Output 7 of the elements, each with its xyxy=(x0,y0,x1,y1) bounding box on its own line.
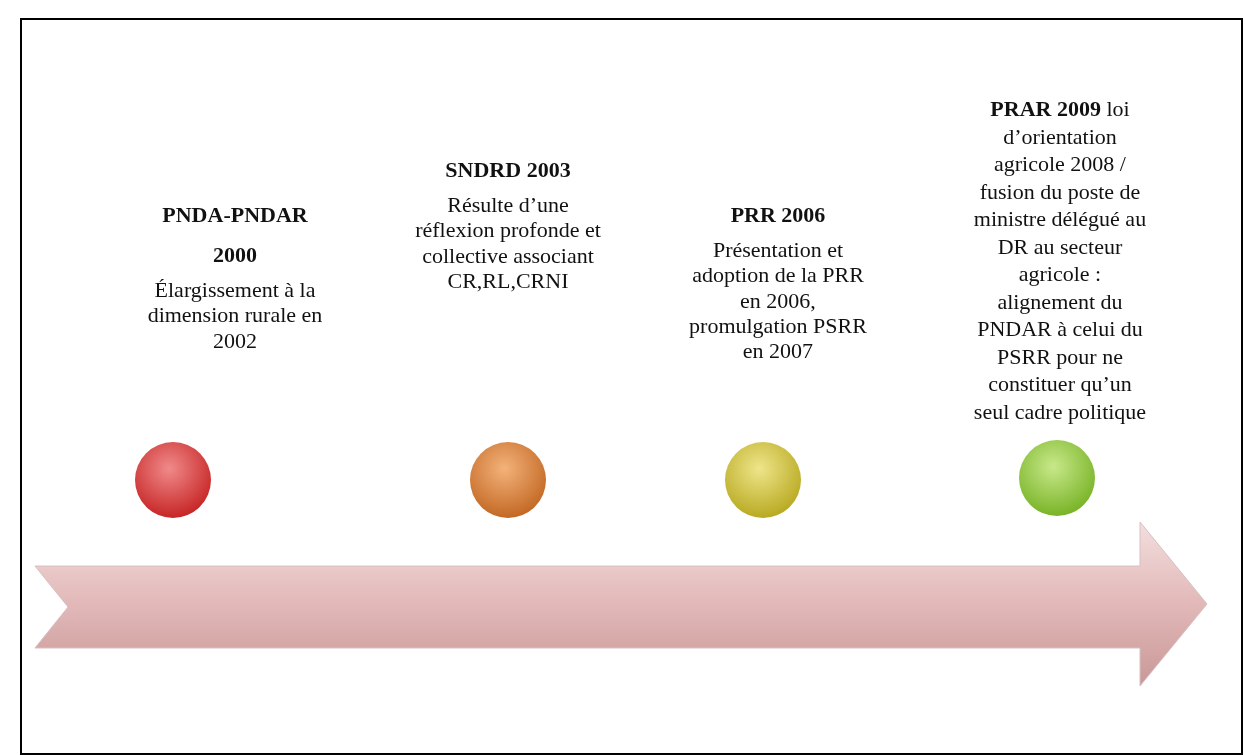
milestone-description: PRAR 2009 loi d’orientation agricole 2008 / fusion du poste de ministre délégué au DR au secteur agricole : alignement du PNDAR à celui du PSRR pour ne constituer qu’un seul cadre politique xyxy=(972,95,1148,425)
milestone-description: Élargissement à la dimension rurale en 2002 xyxy=(146,277,324,353)
milestone-heading: PRR 2006 xyxy=(729,201,827,229)
milestone-heading: SNDRD 2003 xyxy=(444,156,572,184)
milestone-description: Présentation et adoption de la PRR en 2006, promulgation PSRR en 2007 xyxy=(688,237,868,364)
milestone-heading: PNDA-PNDAR 2000 xyxy=(161,201,309,269)
milestone-description: Résulte d’une réflexion profonde et collective associant CR,RL,CRNI xyxy=(414,192,602,294)
